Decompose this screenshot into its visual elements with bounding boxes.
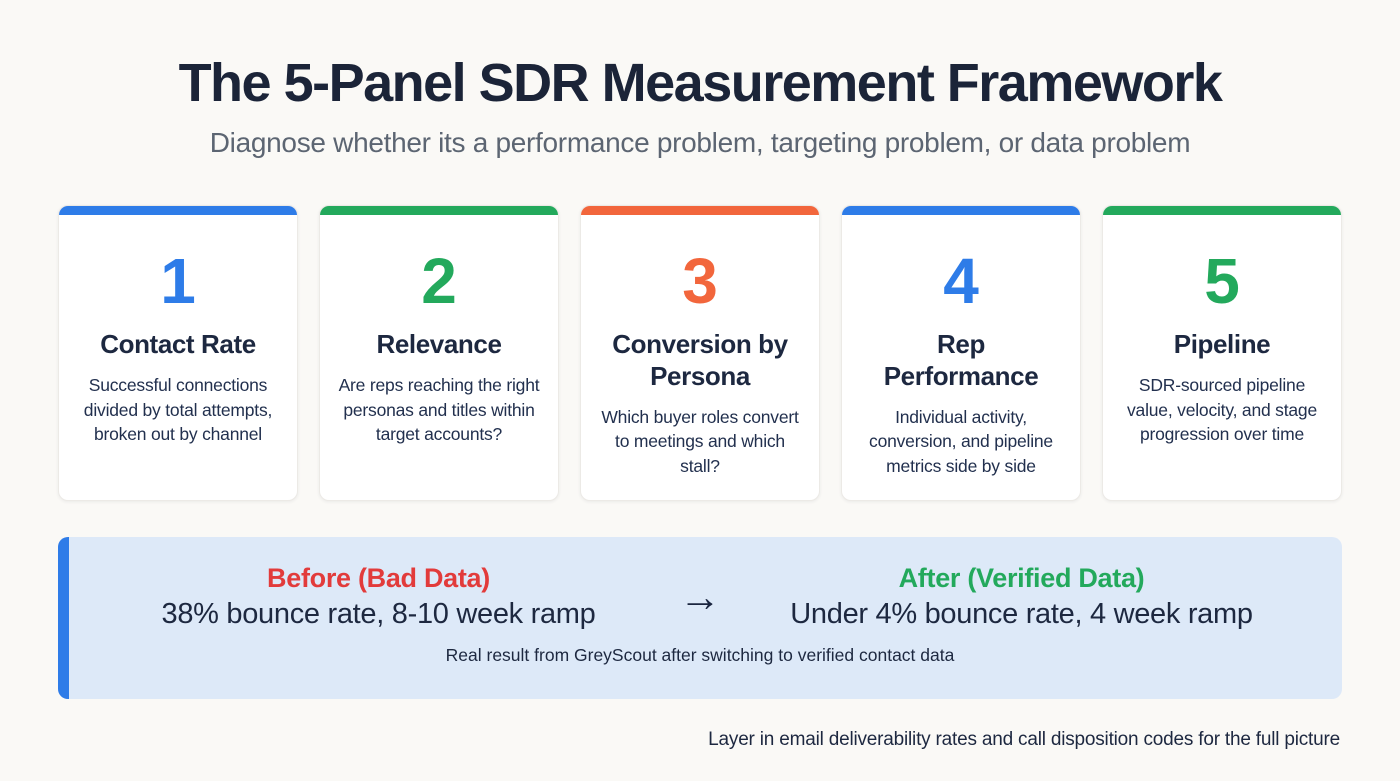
card-description: SDR-sourced pipeline value, velocity, an… <box>1126 375 1317 445</box>
card-number: 1 <box>160 245 196 318</box>
card-title: Pipeline <box>1173 329 1271 360</box>
card-pipeline: 5 Pipeline SDR-sourced pipeline value, v… <box>1102 205 1342 502</box>
card-title: Conversion by Persona <box>612 329 788 392</box>
banner-caption: Real result from GreyScout after switchi… <box>445 645 955 666</box>
card-accent-bar <box>320 206 558 216</box>
card-description: Successful connections divided by total … <box>83 375 273 445</box>
card-relevance: 2 Relevance Are reps reaching the right … <box>319 205 559 502</box>
card-contact-rate: 1 Contact Rate Successful connections di… <box>58 205 298 502</box>
card-accent-bar <box>581 206 819 216</box>
after-label: After (Verified Data) <box>898 563 1145 594</box>
card-accent-bar <box>59 206 297 216</box>
card-number: 5 <box>1204 245 1240 318</box>
card-description: Which buyer roles convert to meetings an… <box>601 406 799 476</box>
card-body: 2 Relevance Are reps reaching the right … <box>320 215 558 466</box>
card-title: Relevance <box>376 329 502 360</box>
before-value: 38% bounce rate, 8-10 week ramp <box>161 598 596 631</box>
card-conversion-by-persona: 3 Conversion by Persona Which buyer role… <box>580 205 820 502</box>
header: The 5-Panel SDR Measurement Framework Di… <box>0 0 1400 159</box>
before-after-row: Before (Bad Data) 38% bounce rate, 8-10 … <box>88 563 1312 631</box>
before-after-banner: Before (Bad Data) 38% bounce rate, 8-10 … <box>58 537 1342 700</box>
card-accent-bar <box>1103 206 1341 216</box>
card-title: Rep Performance <box>883 329 1039 392</box>
card-title: Contact Rate <box>100 329 256 360</box>
card-rep-performance: 4 Rep Performance Individual activity, c… <box>841 205 1081 502</box>
card-body: 4 Rep Performance Individual activity, c… <box>842 215 1080 498</box>
before-label: Before (Bad Data) <box>267 563 490 594</box>
page-title: The 5-Panel SDR Measurement Framework <box>178 53 1223 113</box>
card-number: 2 <box>421 245 457 318</box>
card-body: 5 Pipeline SDR-sourced pipeline value, v… <box>1103 215 1341 466</box>
banner-accent-bar <box>58 537 69 700</box>
card-number: 4 <box>943 245 979 318</box>
right-arrow-icon: → <box>679 573 721 621</box>
card-description: Are reps reaching the right personas and… <box>338 375 540 445</box>
page-subtitle: Diagnose whether its a performance probl… <box>209 127 1191 159</box>
card-number: 3 <box>682 245 718 318</box>
card-accent-bar <box>842 206 1080 216</box>
footer-note: Layer in email deliverability rates and … <box>708 729 1340 751</box>
after-block: After (Verified Data) Under 4% bounce ra… <box>731 563 1312 631</box>
card-description: Individual activity, conversion, and pip… <box>869 406 1053 476</box>
card-body: 3 Conversion by Persona Which buyer role… <box>581 215 819 498</box>
before-block: Before (Bad Data) 38% bounce rate, 8-10 … <box>88 563 669 631</box>
after-value: Under 4% bounce rate, 4 week ramp <box>790 598 1253 631</box>
card-body: 1 Contact Rate Successful connections di… <box>59 215 297 466</box>
framework-cards-row: 1 Contact Rate Successful connections di… <box>58 205 1342 502</box>
